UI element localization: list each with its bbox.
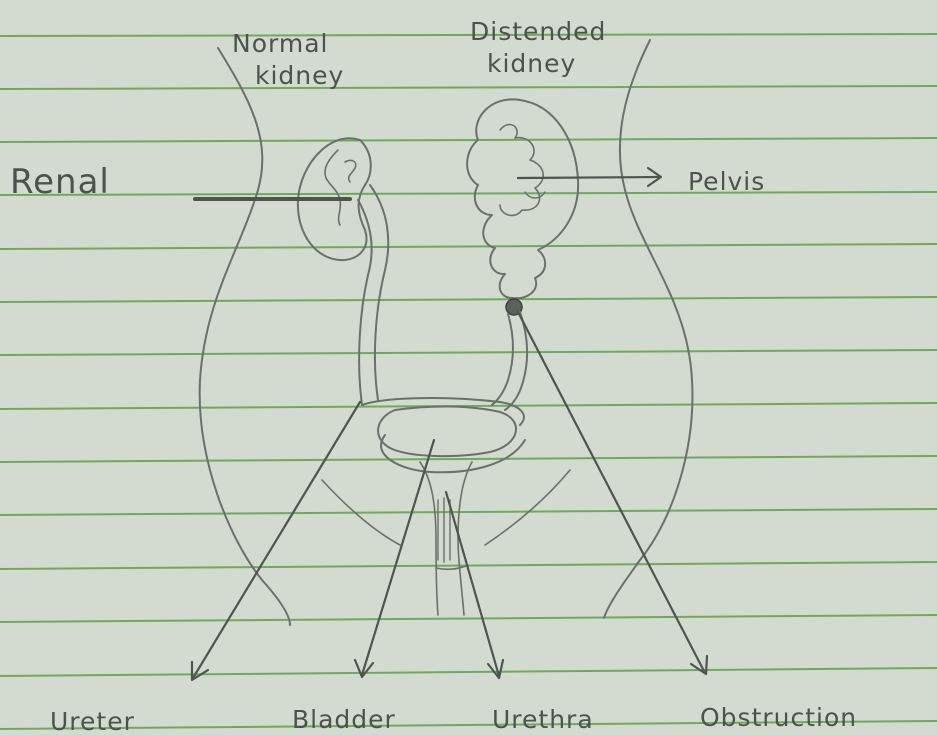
- bladder-inner: [378, 406, 516, 456]
- normal-kidney-pelvis: [325, 150, 340, 225]
- bladder: [362, 398, 525, 472]
- pelvis-pointer-line: [518, 177, 660, 178]
- distended-kidney-body: [467, 99, 578, 298]
- rule-line: [0, 615, 937, 622]
- label-normal-kidney-line1: Normal: [232, 29, 328, 58]
- rule-line: [0, 244, 937, 249]
- rule-line: [0, 138, 937, 142]
- body-outline-right: [604, 40, 692, 618]
- label-distended-kidney-line2: kidney: [487, 49, 576, 78]
- normal-kidney-calyx: [345, 160, 356, 182]
- label-ureter: Ureter: [50, 707, 135, 735]
- label-renal: Renal: [10, 162, 110, 202]
- distended-kidney: [467, 99, 578, 298]
- urethra-channel: [438, 498, 450, 562]
- rule-line: [0, 34, 937, 36]
- label-distended-kidney-line1: Distended: [470, 17, 606, 46]
- rule-line: [0, 350, 937, 355]
- label-pelvis: Pelvis: [688, 167, 765, 196]
- distended-ureter-outer: [505, 312, 527, 410]
- distended-ureter: [492, 312, 527, 410]
- normal-ureter: [358, 185, 388, 405]
- pelvic-line-right: [485, 470, 570, 545]
- urethra: [420, 462, 472, 615]
- body-outline: [200, 40, 693, 625]
- rule-line: [0, 192, 937, 195]
- rule-line: [0, 509, 937, 515]
- distended-ureter-inner: [492, 314, 513, 405]
- ureter-pointer-line: [193, 402, 360, 678]
- rule-line: [0, 86, 937, 89]
- label-bladder: Bladder: [292, 705, 396, 734]
- bladder-pointer-line: [362, 440, 434, 675]
- rule-line: [0, 668, 937, 676]
- label-normal-kidney-line2: kidney: [255, 61, 344, 90]
- bladder-outer: [381, 435, 525, 472]
- pelvic-lines: [322, 470, 570, 545]
- rule-line: [0, 297, 937, 302]
- rule-line: [0, 456, 937, 462]
- urethra-left: [420, 462, 438, 615]
- labels: Normal kidney Distended kidney Renal Pel…: [10, 17, 857, 735]
- distended-kidney-pelvis: [500, 125, 543, 216]
- ruled-lines: [0, 34, 937, 729]
- label-obstruction: Obstruction: [700, 703, 857, 732]
- normal-ureter-outer: [370, 185, 388, 400]
- label-urethra: Urethra: [492, 705, 594, 734]
- urethra-pointer-line: [446, 492, 499, 676]
